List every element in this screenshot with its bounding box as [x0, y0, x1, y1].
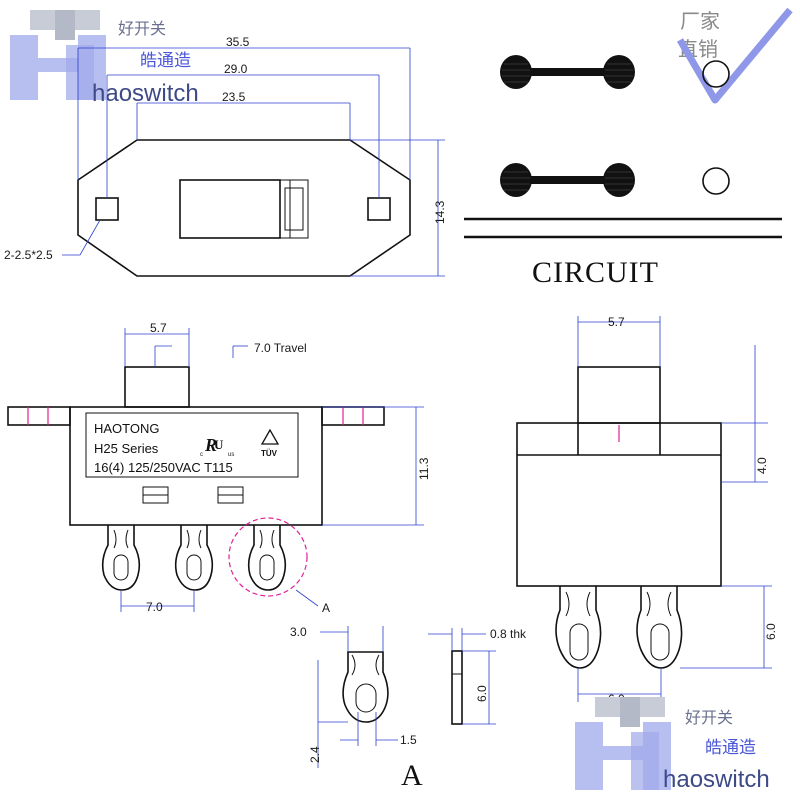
- actuator-knob: [279, 179, 309, 239]
- dim-side-actuator-width: 5.7: [608, 315, 625, 329]
- dim-inner-length: 23.5: [222, 90, 246, 104]
- hh-logo-mark-bottom: [575, 697, 671, 790]
- brand-logo-top: 好开关 皓通造 haoswitch: [10, 10, 199, 107]
- hh-logo-mark: [10, 10, 106, 100]
- mount-flange-right: [321, 406, 385, 426]
- mount-hole-left: [95, 197, 119, 221]
- contact-terminal-open-bottom: [702, 167, 730, 195]
- logo-name-text: 皓通造: [140, 51, 191, 71]
- top-view: 35.5 29.0 23.5 14.3 2-2.5*2.5: [4, 35, 447, 277]
- detail-a-callout-label: A: [322, 601, 330, 615]
- mount-hole-right: [367, 197, 391, 221]
- contact-bar-top: [500, 55, 635, 89]
- dim-overall-length: 35.5: [226, 35, 250, 49]
- logo-name-text-bottom: 皓通造: [705, 738, 756, 758]
- dim-mount-pitch: 29.0: [224, 62, 248, 76]
- side-view: 5.7 4.0 6.0 6.0: [516, 315, 778, 706]
- dim-terminal-pitch: 7.0: [146, 600, 163, 614]
- svg-text:R: R: [204, 435, 217, 455]
- logo-latin-text: haoswitch: [92, 80, 199, 107]
- actuator: [124, 366, 190, 408]
- detail-terminal: [342, 651, 389, 723]
- terminal-right: [247, 525, 287, 591]
- label-series: H25 Series: [94, 441, 159, 456]
- svg-text:U: U: [214, 437, 224, 452]
- rating-label: [85, 412, 299, 478]
- detail-terminal-edge-view: [451, 650, 463, 725]
- terminal-left: [101, 525, 141, 591]
- logo-latin-text-bottom: haoswitch: [663, 766, 770, 793]
- side-actuator: [577, 366, 661, 424]
- detail-a-view: 3.0 0.8 thk 6.0 2.4 1.5 A: [290, 625, 527, 792]
- ul-c-text: c: [200, 452, 203, 458]
- factory-stamp: 厂家 直销: [676, 7, 793, 104]
- label-brand: HAOTONG: [94, 421, 160, 436]
- logo-brand-text-bottom: 好开关: [685, 708, 733, 727]
- ul-mark-icon: R U c us: [200, 435, 234, 458]
- detail-a-title: A: [401, 759, 423, 792]
- dim-front-actuator-width: 5.7: [150, 321, 167, 335]
- contact-terminal-open-top: [702, 60, 730, 88]
- actuator-window: [179, 179, 281, 239]
- side-body: [516, 422, 722, 587]
- label-rating: 16(4) 125/250VAC T115: [94, 460, 233, 475]
- top-view-plate: [77, 139, 411, 277]
- side-terminal-right: [636, 586, 683, 669]
- check-mark-icon: [676, 7, 793, 104]
- mount-flange-left: [7, 406, 71, 426]
- dim-side-terminal-length: 6.0: [764, 623, 778, 640]
- switch-body: [69, 406, 323, 526]
- dim-body-height: 11.3: [417, 457, 431, 480]
- circuit-diagram: CIRCUIT: [464, 55, 782, 289]
- dim-travel: 7.0 Travel: [254, 341, 307, 355]
- terminal-center: [174, 525, 214, 591]
- stamp-line1: 厂家: [680, 9, 720, 33]
- tuv-text: TÜV: [261, 449, 278, 458]
- dim-detail-offset: 2.4: [308, 746, 322, 763]
- dim-detail-thickness: 0.8 thk: [490, 627, 527, 641]
- detail-a-callout-circle: [228, 517, 308, 597]
- contact-bar-bottom: [500, 163, 635, 197]
- ul-us-text: us: [228, 452, 234, 458]
- side-terminal-left: [555, 586, 602, 669]
- dim-plate-height: 14.3: [433, 200, 447, 224]
- dim-detail-hole: 1.5: [400, 733, 417, 747]
- dim-side-actuator-height: 4.0: [755, 457, 769, 474]
- circuit-title: CIRCUIT: [532, 256, 659, 289]
- dim-hole-size: 2-2.5*2.5: [4, 248, 53, 262]
- front-view: HAOTONG H25 Series 16(4) 125/250VAC T115…: [7, 321, 431, 615]
- tuv-mark-icon: TÜV: [260, 428, 280, 458]
- brand-logo-bottom: 好开关 皓通造 haoswitch: [575, 697, 770, 793]
- dim-detail-length: 6.0: [475, 685, 489, 702]
- dim-detail-width: 3.0: [290, 625, 307, 639]
- logo-brand-text: 好开关: [118, 19, 166, 38]
